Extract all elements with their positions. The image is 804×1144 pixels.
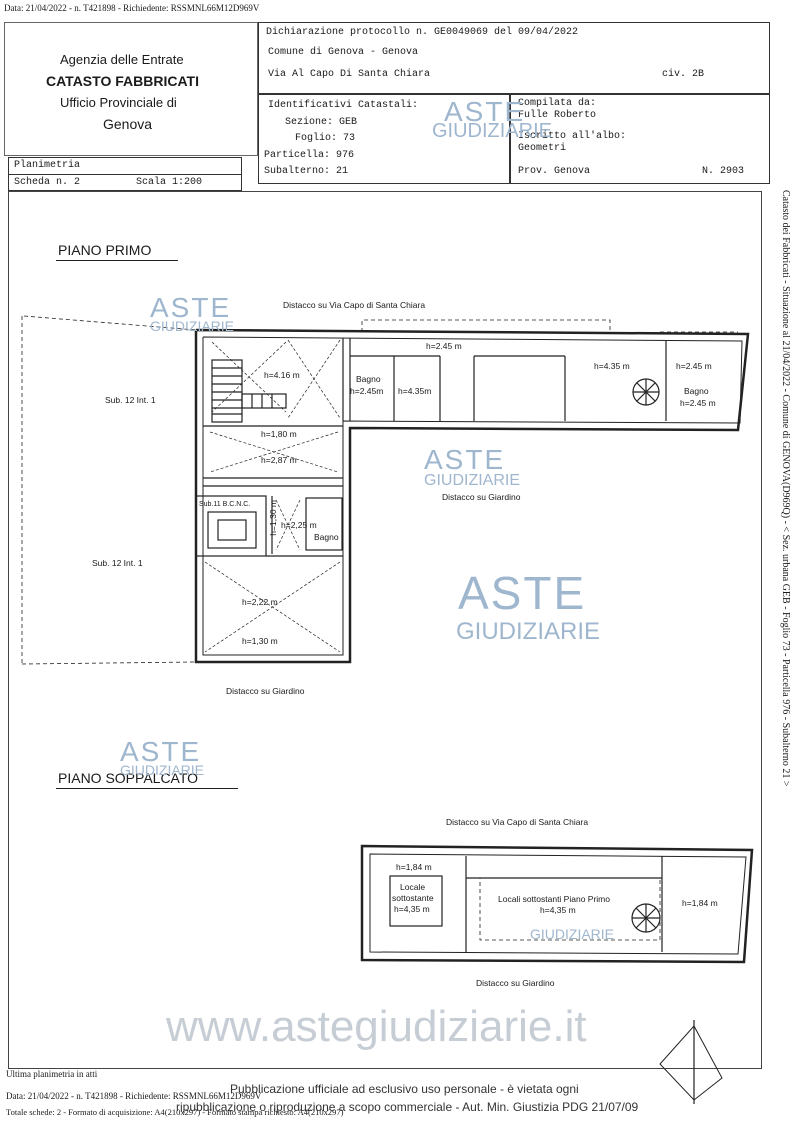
watermark-giudiziarie-5: GIUDIZIARIE [120,762,205,778]
drawing-frame [8,191,762,1069]
piano-primo-title: PIANO PRIMO [58,242,152,258]
locali-sottostanti: Locali sottostanti Piano Primo [498,894,610,904]
via: Via Al Capo Di Santa Chiara [268,69,431,80]
footer-ultima: Ultima planimetria in atti [6,1069,98,1079]
h-435-a: h=4.35m [398,386,432,396]
watermark-giudiziarie-6: GIUDIZIARIE [530,926,615,942]
distacco-giardino-2: Distacco su Giardino [226,686,305,696]
scheda: Scheda n. 2 [14,177,81,188]
particella: Particella: 976 [264,150,355,161]
bagno-2: Bagno [684,386,709,396]
iscritto-label: Iscritto all'albo: [518,131,627,142]
albo: Geometri [518,143,567,154]
h-245-top: h=2.45 m [426,341,462,351]
planimetria-label: Planimetria [14,160,81,171]
h-245-d: h=2.45 m [680,398,716,408]
distacco-via-top: Distacco su Via Capo di Santa Chiara [283,300,426,310]
h-245-bagno: h=2.45m [350,386,384,396]
watermark-aste-3: ASTE [424,444,506,475]
footer-totale: Totale schede: 2 - Formato di acquisizio… [6,1107,344,1117]
distacco-giardino-3: Distacco su Giardino [476,978,555,988]
watermark-aste-4: ASTE [458,567,587,619]
numero-albo: N. 2903 [702,166,745,177]
agency-line3: Ufficio Provinciale di [60,95,177,110]
sub12-label-b: Sub. 12 Int. 1 [92,558,143,568]
compilata-box [510,94,770,184]
bagno-3: Bagno [314,532,339,542]
h-435-c: h=4,35 m [540,905,576,915]
protocol: Dichiarazione protocollo n. GE0049069 de… [266,27,579,38]
sub12-label-a: Sub. 12 Int. 1 [105,395,156,405]
watermark-giudiziarie-1: GIUDIZIARIE [150,318,235,334]
watermark-aste-5: ASTE [120,736,202,767]
watermark-giudiziarie-2: GIUDIZIARIE [432,120,553,142]
agency-line4: Genova [103,116,153,132]
watermark-site: www.astegiudiziarie.it [166,1002,587,1051]
comune: Comune di Genova - Genova [268,47,419,58]
sub11-label: Sub.11 B.C.N.C. [199,501,251,508]
agency-line2: CATASTO FABBRICATI [46,73,199,89]
top-stamp: Data: 21/04/2022 - n. T421898 - Richiede… [4,3,260,13]
sezione: Sezione: GEB [285,117,358,128]
ident-box [258,94,510,184]
piano-soppalcato-title: PIANO SOPPALCATO [58,770,199,786]
protocol-box [258,22,770,94]
watermark-aste-1: ASTE [150,292,232,323]
scala: Scala 1:200 [136,177,203,188]
side-text: Catasto dei Fabbricati - Situazione al 2… [780,190,791,787]
locale-1: Locale [400,882,426,892]
h-435-b: h=4.35 m [594,361,630,371]
compilatore: Fulle Roberto [518,110,597,121]
distacco-via-2: Distacco su Via Capo di Santa Chiara [446,817,589,827]
h-225: h=2,25 m [281,520,317,530]
h-435-loc: h=4,35 m [394,904,430,914]
h-180: h=1,80 m [261,429,297,439]
h-184-b: h=1,84 m [682,898,718,908]
footer-pub2: ripubblicazione o riproduzione a scopo c… [176,1100,639,1114]
ident-title: Identificativi Catastali: [268,100,419,111]
compilata-label: Compilata da: [518,98,597,109]
foglio: Foglio: 73 [295,133,356,144]
h-222: h=2,22 m [242,597,278,607]
civico: civ. 2B [662,69,705,80]
footer-data: Data: 21/04/2022 - n. T421898 - Richiede… [6,1091,262,1101]
watermark-aste-2: ASTE [444,96,526,127]
watermark-giudiziarie-3: GIUDIZIARIE [424,472,521,489]
footer-pub1: Pubblicazione ufficiale ad esclusivo uso… [230,1082,579,1096]
provincia: Prov. Genova [518,166,591,177]
h-245-c: h=2.45 m [676,361,712,371]
distacco-giardino-1: Distacco su Giardino [442,492,521,502]
agency-box [4,22,258,156]
h-184-a: h=1,84 m [396,862,432,872]
agency-line1: Agenzia delle Entrate [60,52,184,67]
watermark-giudiziarie-4: GIUDIZIARIE [456,618,601,645]
locale-2: sottostante [392,893,434,903]
subalterno: Subalterno: 21 [264,166,349,177]
h-287: h=2,87 m [261,455,297,465]
bagno-1: Bagno [356,374,381,384]
h-130: h=1,30 m [242,636,278,646]
h-130-vertical: h=1,30 m [268,500,278,536]
h-416: h=4.16 m [264,370,300,380]
